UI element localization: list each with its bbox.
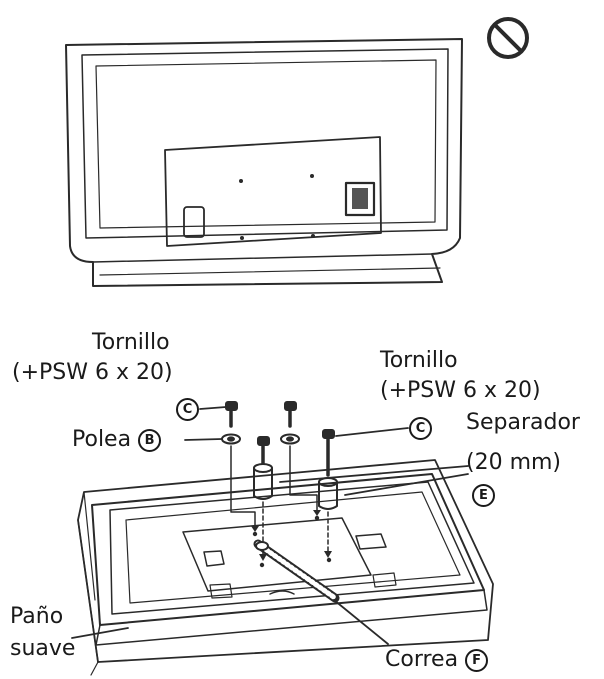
leader-lines	[71, 406, 469, 645]
screw-left-label-line2: (+PSW 6 x 20)	[12, 360, 173, 385]
tv-rear-view	[65, 38, 463, 287]
screw-marker-left: C	[176, 396, 199, 422]
spacer-label-line1: Separador	[466, 410, 580, 435]
screw-right-label-line2: (+PSW 6 x 20)	[380, 378, 541, 403]
screw-marker-right: C	[409, 415, 432, 441]
strap-f	[253, 539, 340, 603]
tv-facedown-on-cloth	[77, 459, 494, 676]
screw-left-label-line1: Tornillo	[92, 330, 170, 355]
spacer-label-line2: (20 mm)	[466, 450, 562, 475]
prohibition-icon	[487, 17, 529, 59]
screw-c-left	[225, 401, 238, 428]
strap-label: Correa F	[385, 647, 489, 673]
pulley-b-left	[221, 433, 241, 445]
screw-c-right	[322, 429, 335, 477]
screw-c-spacer-left	[257, 436, 270, 465]
pulley-marker: B	[138, 429, 162, 452]
pulley-label: Polea B	[72, 427, 162, 453]
cloth-label-line2: suave	[10, 636, 76, 661]
strap-marker: F	[465, 649, 489, 672]
screw-c-middle	[284, 401, 297, 428]
spacer-marker: E	[472, 482, 495, 508]
pulley-b-middle	[280, 433, 300, 445]
assembly-guides	[230, 445, 329, 556]
screw-right-label-line1: Tornillo	[380, 348, 458, 373]
cloth-label-line1: Paño	[10, 604, 64, 629]
spacer-e-left	[253, 463, 273, 500]
